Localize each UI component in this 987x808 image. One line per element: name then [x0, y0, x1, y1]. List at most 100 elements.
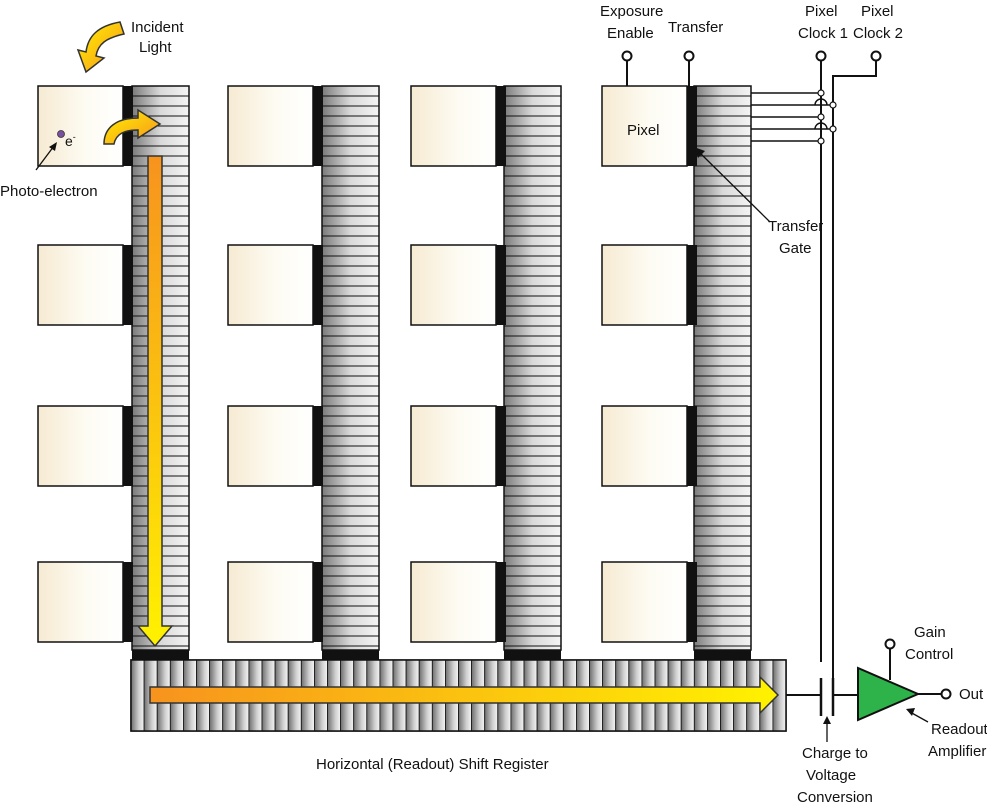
- pixel-cell: [227, 561, 323, 643]
- transfer-gate: [496, 86, 506, 166]
- pixel-cell: [410, 405, 506, 487]
- photodiode: [227, 561, 314, 643]
- transfer-gate-label-2: Gate: [779, 240, 812, 257]
- pixel-clock-1-label-2: Clock 1: [798, 25, 848, 42]
- clock-line: [751, 89, 825, 97]
- photodiode: [601, 244, 688, 326]
- pixel-clock-2-label-2: Clock 2: [853, 25, 903, 42]
- pixel-cell: [227, 244, 323, 326]
- pixel-clock-1-label-1: Pixel: [805, 3, 838, 20]
- pixel-cell: [601, 244, 697, 326]
- exposure-enable-label-1: Exposure: [600, 3, 663, 20]
- register-body: [321, 85, 380, 651]
- pixel-cell: [37, 244, 133, 326]
- transfer-gate: [687, 86, 697, 166]
- transfer-gate: [687, 562, 697, 642]
- photodiode-array: [37, 85, 697, 643]
- pixel-cell: [227, 85, 323, 167]
- clock-node: [817, 89, 825, 97]
- transfer-gate-pointer-head: [694, 147, 705, 158]
- transfer-gate-label-1: Transfer: [768, 218, 823, 235]
- photodiode: [410, 85, 497, 167]
- register-bottom-cap: [504, 650, 561, 660]
- pixel-cell: [410, 561, 506, 643]
- register-bottom-cap: [132, 650, 189, 660]
- pixel-cell: [410, 244, 506, 326]
- charge-conversion-label-3: Conversion: [797, 789, 873, 806]
- out-label: Out: [959, 686, 984, 703]
- gain-control-label-1: Gain: [914, 624, 946, 641]
- transfer-gate: [496, 562, 506, 642]
- electron-symbol: e-: [65, 132, 76, 149]
- transfer-gate: [687, 406, 697, 486]
- vertical-transfer-arrow: [136, 155, 174, 648]
- readout-amplifier-label-1: Readout: [931, 721, 987, 738]
- clock-line: [751, 122, 837, 133]
- photodiode: [410, 244, 497, 326]
- vertical-register-2: [321, 85, 380, 660]
- clock-line: [751, 137, 825, 145]
- register-body: [503, 85, 562, 651]
- photodiode: [601, 85, 688, 167]
- clock-line: [751, 98, 837, 109]
- transfer-gate: [313, 562, 323, 642]
- charge-conversion-label-2: Voltage: [806, 767, 856, 784]
- photodiode: [227, 244, 314, 326]
- photo-electron-pointer-head: [49, 142, 57, 151]
- pixel-clock-1-line: [815, 50, 827, 662]
- pixel-cell: [37, 561, 133, 643]
- photodiode: [227, 405, 314, 487]
- transfer-gate: [313, 245, 323, 325]
- transfer-gate: [496, 406, 506, 486]
- readout-amplifier-label-2: Amplifier: [928, 743, 986, 760]
- photodiode: [601, 561, 688, 643]
- photodiode: [601, 405, 688, 487]
- transfer-label: Transfer: [668, 19, 723, 36]
- photo-electron-pointer: [35, 145, 55, 171]
- transfer-gate-pointer: [699, 152, 771, 223]
- hsr-label: Horizontal (Readout) Shift Register: [316, 756, 549, 773]
- clock-connection-lines: [751, 89, 837, 145]
- pixel-cell: [601, 405, 697, 487]
- transfer-pin: [683, 50, 695, 86]
- transfer-gate: [123, 562, 133, 642]
- pixel-cell: [601, 85, 697, 167]
- clock-node: [817, 113, 825, 121]
- photodiode: [37, 561, 124, 643]
- pixel-label: Pixel: [627, 122, 660, 139]
- photodiode: [37, 405, 124, 487]
- transfer-gate: [687, 245, 697, 325]
- pixel-clock-2-label-1: Pixel: [861, 3, 894, 20]
- horizontal-readout-arrow: [149, 675, 780, 715]
- incident-light-arrow: [76, 21, 125, 74]
- readout-amplifier: [857, 638, 952, 723]
- photodiode: [227, 85, 314, 167]
- vertical-register-4: [693, 85, 752, 660]
- pixel-clock-2-line: [832, 50, 882, 680]
- transfer-gate: [496, 245, 506, 325]
- photo-electron-dot: [57, 130, 65, 138]
- photo-electron-label: Photo-electron: [0, 183, 98, 200]
- clock-node: [829, 125, 837, 133]
- photodiode: [410, 405, 497, 487]
- vertical-shift-registers: [131, 85, 752, 660]
- pixel-cell: [410, 85, 506, 167]
- photodiode: [37, 244, 124, 326]
- incident-light-label-2: Light: [139, 39, 172, 56]
- photodiode: [37, 85, 124, 167]
- register-body: [693, 85, 752, 651]
- exposure-enable-label-2: Enable: [607, 25, 654, 42]
- pixel-cell: [227, 405, 323, 487]
- hsr-cell: [130, 659, 145, 732]
- pixel-cell: [37, 85, 133, 167]
- transfer-gate: [313, 406, 323, 486]
- gain-control-label-2: Control: [905, 646, 953, 663]
- exposure-enable-pin: [621, 50, 633, 86]
- charge-conversion-label-1: Charge to: [802, 745, 868, 762]
- charge-to-voltage-capacitor: [786, 678, 858, 742]
- transfer-gate: [313, 86, 323, 166]
- incident-light-label-1: Incident: [131, 19, 184, 36]
- charge-transfer-arrow: [103, 108, 162, 145]
